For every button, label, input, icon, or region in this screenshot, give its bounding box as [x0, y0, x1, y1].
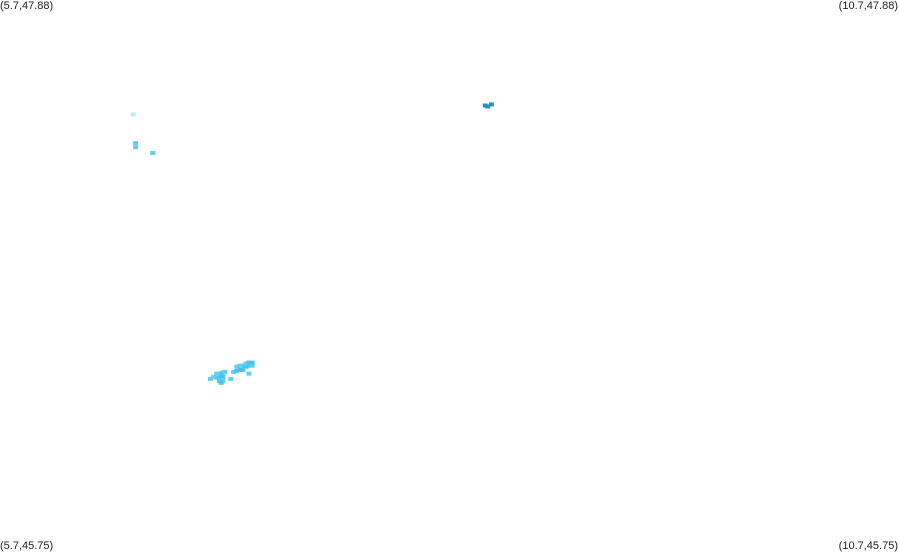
- precip-cell: [246, 363, 252, 368]
- precip-cell: [218, 380, 224, 385]
- precip-cell: [237, 363, 243, 368]
- precip-cell: [150, 150, 156, 155]
- precip-cell: [214, 371, 220, 376]
- precip-cell: [234, 364, 240, 369]
- precip-cell: [133, 145, 139, 150]
- precip-cell: [214, 375, 220, 380]
- precip-cell: [237, 367, 243, 372]
- precip-cell: [222, 369, 228, 374]
- precip-cell: [249, 360, 255, 365]
- corner-label-bottom-left: (5.7,45.75): [0, 540, 54, 552]
- precip-cell: [220, 374, 226, 379]
- corner-label-bottom-right: (10.7,45.75): [838, 540, 898, 552]
- precip-cell: [234, 368, 240, 373]
- precip-cell: [240, 367, 246, 372]
- precip-cell: [211, 374, 217, 379]
- precip-cell: [249, 363, 255, 368]
- precip-cell: [243, 364, 249, 369]
- precip-cell: [231, 369, 237, 374]
- corner-label-top-left: (5.7,47.88): [0, 0, 54, 12]
- precip-cell: [246, 371, 252, 376]
- precip-cell: [246, 360, 252, 365]
- precip-cell: [130, 112, 136, 117]
- precip-cell: [217, 374, 223, 379]
- precip-cell: [208, 376, 213, 381]
- precip-cell: [217, 371, 223, 376]
- precip-cell: [228, 376, 234, 381]
- precip-cell: [133, 141, 139, 146]
- precip-cell: [243, 361, 249, 366]
- precip-cell: [488, 102, 494, 107]
- precip-cell: [485, 104, 491, 109]
- corner-label-top-right: (10.7,47.88): [838, 0, 898, 12]
- precip-cell: [240, 363, 246, 368]
- precipitation-cells: [130, 102, 494, 385]
